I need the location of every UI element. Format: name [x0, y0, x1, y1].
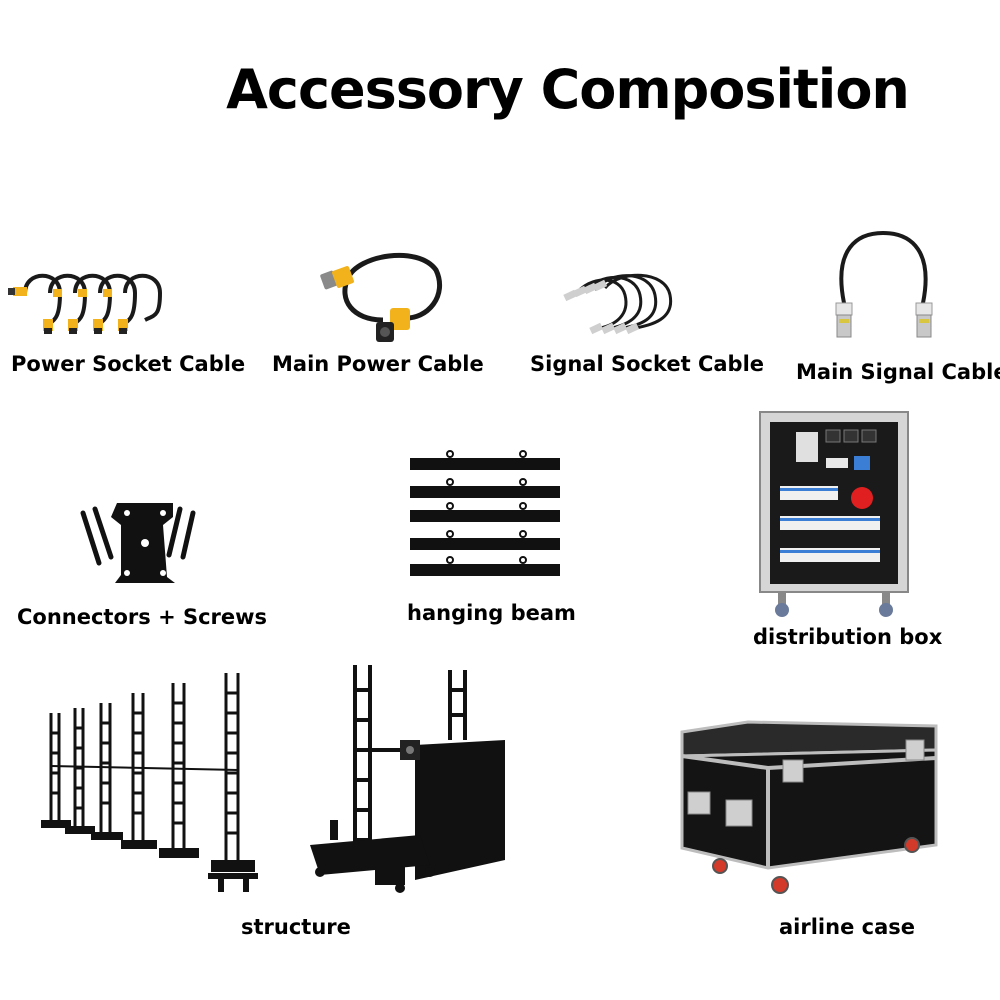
- main-signal-cable-label: Main Signal Cable: [796, 360, 1000, 384]
- signal-socket-cable-label: Signal Socket Cable: [530, 352, 765, 376]
- main-power-cable-label: Main Power Cable: [272, 352, 484, 376]
- distribution-box-image: [758, 410, 910, 625]
- airline-case-label: airline case: [779, 915, 915, 939]
- hanging-beam-label: hanging beam: [407, 601, 576, 625]
- power-socket-cable-label: Power Socket Cable: [11, 352, 246, 376]
- page-title: Accessory Composition: [226, 58, 910, 121]
- distribution-box-label: distribution box: [753, 625, 943, 649]
- structure-ladders-image: [33, 668, 263, 898]
- signal-socket-cable-image: [560, 270, 680, 340]
- main-signal-cable-image: [828, 228, 938, 348]
- hanging-beam-image: [405, 450, 565, 585]
- power-socket-cable-image: [5, 265, 165, 335]
- airline-case-image: [678, 720, 940, 898]
- main-power-cable-image: [308, 250, 448, 350]
- structure-frame-image: [300, 660, 515, 900]
- connectors-screws-label: Connectors + Screws: [17, 605, 268, 629]
- connectors-screws-image: [75, 495, 200, 590]
- structure-label: structure: [241, 915, 351, 939]
